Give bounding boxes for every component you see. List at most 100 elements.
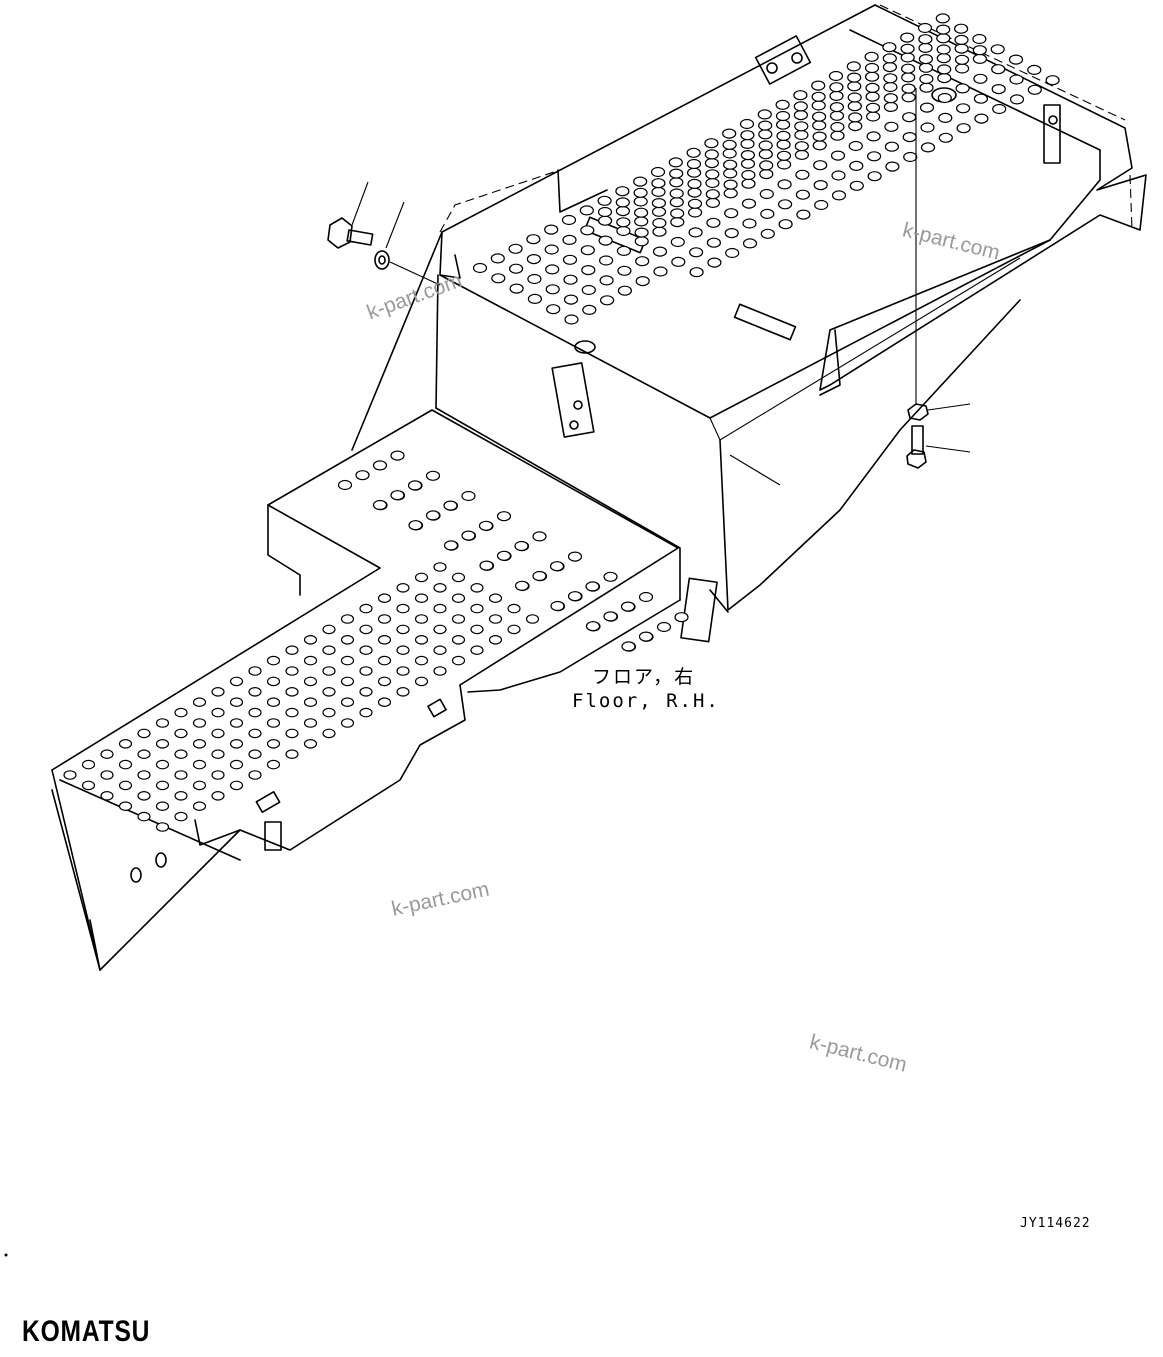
perforation-hole [229,718,244,728]
perforation-hole [651,198,667,209]
perforation-hole [775,119,791,130]
perforation-hole [705,189,720,200]
perforation-hole [670,236,685,248]
perforation-hole [669,188,684,199]
perforation-hole [414,614,429,624]
perforation-hole [937,92,952,104]
perforation-hole [478,520,494,531]
perforation-hole [935,13,950,24]
perforation-holes-front-lower [63,562,540,832]
perforation-hole [638,591,654,603]
perforation-hole [266,759,281,770]
perforation-hole [248,666,262,676]
perforation-hole [831,190,847,201]
perforation-hole [686,167,702,178]
perforation-hole [793,101,808,112]
perforation-hole [451,614,466,624]
perforation-hole [793,109,809,121]
perforation-hole [303,697,318,707]
perforation-hole [174,749,188,759]
perforation-hole [954,34,969,46]
perforation-hole [705,177,720,189]
perforation-hole [865,111,881,122]
perforation-hole [451,593,466,603]
perforation-hole [100,790,114,801]
perforation-hole [544,244,559,255]
perforation-hole [705,169,720,180]
perforation-hole [883,73,898,84]
perforation-hole [617,265,632,276]
perforation-hole [707,257,722,268]
part-label-japanese: フロア，右 [592,666,696,688]
perforation-hole [285,749,299,759]
perforation-hole [651,178,666,189]
perforation-hole [865,102,881,113]
perforation-hole [527,293,543,304]
perforation-hole [359,603,373,614]
perforation-hole [686,158,702,170]
perforation-hole [585,581,600,592]
perforation-hole [687,207,703,218]
perforation-hole [174,728,188,739]
perforation-hole [377,676,392,687]
perforation-hole [828,70,844,82]
brand-logo: KOMATSU [22,1315,151,1348]
perforation-hole [651,186,666,197]
perforation-hole [377,614,392,624]
perforation-hole [846,61,861,72]
perforation-hole [990,44,1005,55]
perforation-hole [723,188,738,199]
perforation-hole [118,780,133,791]
perforation-hole [451,634,466,645]
perforation-hole [724,228,739,239]
front-floor-plate [51,409,681,971]
perforation-hole [470,624,484,635]
perforation-hole [567,551,583,562]
perforation-hole [507,603,521,614]
perforation-hole [992,103,1007,115]
perforation-hole [615,206,631,217]
perforation-hole [337,479,353,491]
perforation-hole [760,228,775,239]
perforation-hole [669,168,684,179]
perforation-hole [866,151,882,162]
perforation-hole [1027,84,1042,95]
perforation-hole [954,54,970,65]
part-label-english: Floor, R.H. [572,690,720,712]
perforation-hole [829,101,845,113]
perforation-hole [285,707,299,718]
perforation-hole [192,718,207,728]
perforation-hole [359,666,373,676]
perforation-hole [902,132,917,143]
perforation-hole [652,217,667,229]
perforation-hole [564,314,579,325]
perforation-hole [848,120,863,132]
perforation-hole [81,780,96,791]
perforation-hole [621,641,636,652]
perforation-hole [759,188,774,200]
perforation-hole [973,73,988,84]
nut-right [907,403,971,421]
perforation-hole [248,728,262,739]
perforation-hole [900,52,915,63]
perforation-hole [377,655,392,666]
perforation-hole [433,666,447,676]
perforation-hole [674,612,689,623]
perforation-hole [689,267,704,278]
perforation-hole [794,121,809,132]
perforation-hole [155,759,170,770]
perforation-hole [742,218,757,229]
perforation-hole [192,780,207,791]
perforation-hole [811,100,826,111]
perforation-hole [599,295,615,306]
perforation-hole [340,614,355,624]
perforation-hole [527,273,542,285]
perforation-hole [599,275,614,286]
perforation-hole [118,738,133,749]
perforation-hole [796,209,811,220]
perforation-hole [670,208,685,219]
perforation-hole [414,655,429,666]
perforation-hole [633,196,648,207]
frame-side-panel [351,231,1021,643]
